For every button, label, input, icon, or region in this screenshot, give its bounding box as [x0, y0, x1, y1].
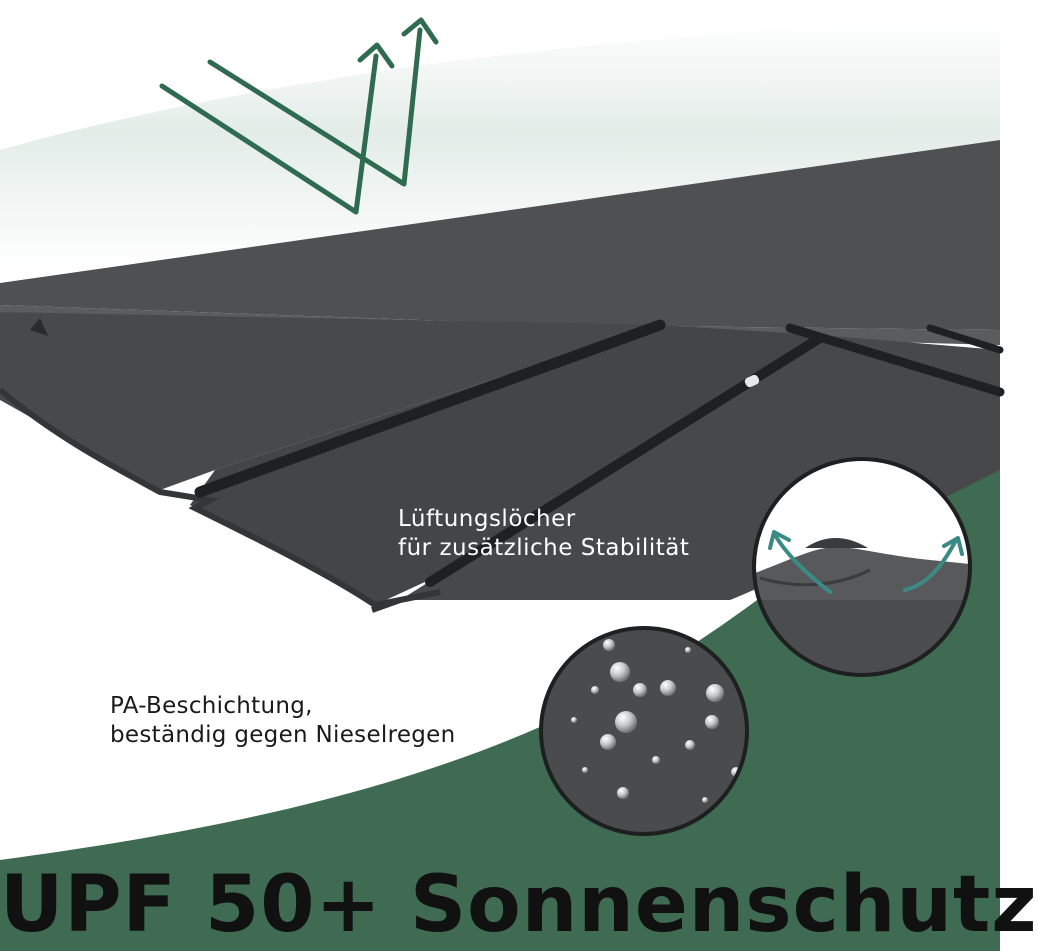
- wind-flow-arrows-icon: [159, 17, 439, 215]
- green-background-shape: [0, 380, 1000, 951]
- headline: UPF 50+ Sonnenschutz: [0, 860, 1038, 950]
- canopy-top-surface: [0, 140, 1000, 330]
- coating-label-line-2: beständig gegen Nieselregen: [110, 721, 456, 748]
- vent-feature-label: Lüftungslöcher für zusätzliche Stabilitä…: [398, 505, 689, 563]
- vent-label-line-2: für zusätzliche Stabilität: [398, 534, 690, 561]
- canopy-hem: [0, 387, 441, 613]
- vent-label-line-1: Lüftungslöcher: [398, 506, 576, 532]
- canopy-rib-1: [194, 319, 666, 498]
- canopy-rib-3: [785, 323, 1005, 397]
- product-feature-image: Lüftungslöcher für zusätzliche Stabilitä…: [0, 17, 1038, 951]
- canopy-panel-left: [0, 312, 660, 490]
- canopy-panel-middle: [190, 325, 820, 605]
- coating-feature-label: PA-Beschichtung, beständig gegen Nieselr…: [110, 692, 456, 750]
- scene-artwork: [0, 17, 1005, 951]
- rib-clip: [744, 374, 760, 388]
- coating-label-line-1: PA-Beschichtung,: [110, 693, 313, 719]
- water-droplets-circle: [539, 626, 749, 836]
- sky-gradient-band: [0, 20, 1000, 270]
- rib-tip-left: [30, 318, 48, 336]
- canopy-rib-4: [926, 324, 1004, 354]
